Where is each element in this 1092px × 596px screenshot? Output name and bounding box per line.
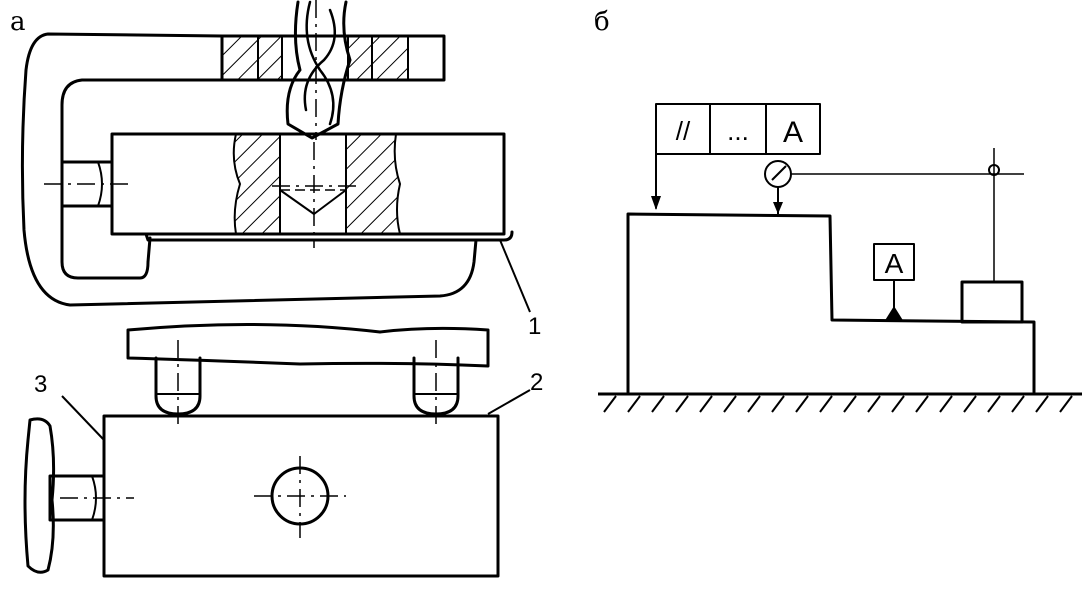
ground-hatch-tick — [1011, 395, 1025, 413]
ground-hatch-tick — [675, 395, 689, 413]
fixture-outer-frame — [20, 32, 478, 307]
ground-hatch-tick — [987, 395, 1001, 413]
ground-hatch-tick — [603, 395, 617, 413]
hole-tip-cone — [279, 189, 347, 215]
drill-flute-2 — [303, 8, 337, 112]
ground-hatch-tick — [891, 395, 905, 413]
workpiece-section-right — [345, 133, 402, 235]
datum-triangle — [884, 306, 904, 322]
ground-hatch-tick — [843, 395, 857, 413]
panel-a-drawing: а 1 — [10, 0, 543, 578]
callout-2: 2 — [530, 369, 543, 396]
callout-1: 1 — [528, 313, 541, 340]
ground-hatch-tick — [963, 395, 977, 413]
ground-hatch-tick — [699, 395, 713, 413]
ground-hatch-tick — [723, 395, 737, 413]
panel-a-label: а — [10, 7, 26, 37]
ground-hatch-tick — [939, 395, 953, 413]
dial-indicator-needle — [771, 165, 787, 181]
workpiece — [110, 132, 506, 236]
ground-hatch-tick — [651, 395, 665, 413]
clamp-plate — [126, 322, 490, 368]
ground-hatch-tick — [819, 395, 833, 413]
panel-b-label: б — [594, 7, 610, 37]
dial-indicator-tip — [773, 202, 783, 214]
bushing-left-hatch — [257, 35, 283, 81]
fixture-inner-frame — [60, 78, 224, 280]
panel-b-drawing: б // ... A A — [594, 7, 1082, 413]
drill-bit — [285, 0, 352, 140]
ground-hatch — [603, 395, 1073, 413]
ground-hatch-tick — [867, 395, 881, 413]
ground-hatch-tick — [795, 395, 809, 413]
ground-hatch-tick — [915, 395, 929, 413]
jig-plate-hatch-left — [221, 35, 259, 81]
ground-hatch-tick — [1059, 395, 1073, 413]
tolerance-datum: A — [783, 116, 803, 149]
stepped-part — [626, 212, 1036, 394]
leader-line-2 — [487, 389, 531, 415]
ground-hatch-tick — [627, 395, 641, 413]
work-support — [144, 230, 514, 242]
parallelism-symbol: // — [676, 116, 691, 146]
datum-tag-letter: A — [885, 248, 904, 279]
ground-hatch-tick — [771, 395, 785, 413]
handwheel — [23, 417, 56, 574]
bushing-right-hatch — [347, 35, 373, 81]
indicator-stand-base — [960, 280, 1024, 324]
jig-plate-hatch-right — [371, 35, 409, 81]
tolerance-leader-arrow — [651, 196, 661, 210]
ground-hatch-tick — [747, 395, 761, 413]
leader-line-1 — [499, 239, 531, 313]
workpiece-section-left — [232, 133, 281, 235]
callout-3: 3 — [34, 371, 47, 398]
leader-line-3 — [61, 395, 105, 441]
ground-hatch-tick — [1035, 395, 1049, 413]
indicator-stand-joint — [988, 164, 1000, 176]
drill-flute-1 — [305, 0, 335, 126]
tolerance-value: ... — [727, 116, 749, 146]
